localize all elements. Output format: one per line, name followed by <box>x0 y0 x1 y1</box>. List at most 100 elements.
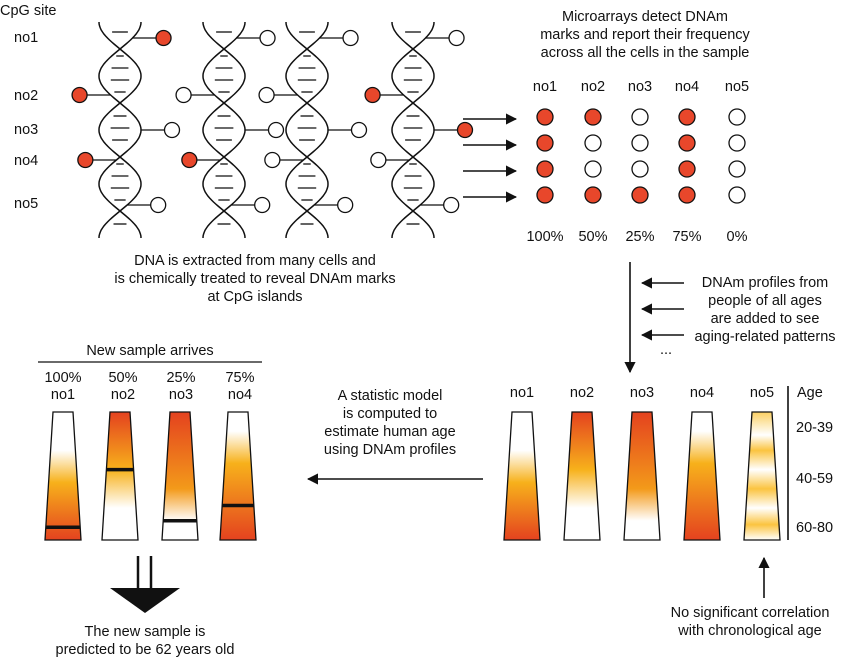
unmethylated-mark <box>342 29 359 47</box>
array-header-no1: no1 <box>532 79 558 95</box>
reference-profile-bar <box>623 411 661 541</box>
methylated-mark <box>678 160 696 178</box>
methylated-mark <box>536 160 554 178</box>
dna-strand <box>391 21 435 239</box>
prediction-caption-line: predicted to be 62 years old <box>55 642 235 658</box>
unmethylated-mark <box>350 121 368 139</box>
methylated-mark <box>584 186 602 204</box>
unmethylated-mark <box>728 134 746 152</box>
new-pct-no2: 50% <box>108 370 138 386</box>
site-label-no5: no5 <box>14 196 39 212</box>
array-pct-no4: 75% <box>672 229 702 245</box>
methylated-mark <box>536 134 554 152</box>
microarray-caption-line: across all the cells in the sample <box>540 45 750 61</box>
no-correlation-caption-line: No significant correlation <box>670 605 830 621</box>
array-header-no5: no5 <box>724 79 750 95</box>
dna-to-array-arrows <box>463 113 518 203</box>
site-label-no2: no2 <box>14 88 39 104</box>
dna-caption-line: at CpG islands <box>207 289 303 305</box>
model-caption-line: estimate human age <box>324 424 456 440</box>
dna-helix <box>71 21 181 239</box>
unmethylated-mark <box>150 196 167 214</box>
microarray-caption-line: marks and report their frequency <box>540 27 750 43</box>
profiles-caption-line: people of all ages <box>708 293 822 309</box>
dna-helix <box>258 21 368 239</box>
unmethylated-mark <box>631 134 649 152</box>
methylated-mark <box>364 86 381 104</box>
new-sample-profile-bar <box>44 411 82 541</box>
new-pct-no1: 100% <box>44 370 82 386</box>
methylated-mark <box>631 186 649 204</box>
methylated-mark <box>71 86 88 104</box>
new-sample-profiles <box>44 411 257 541</box>
new-site-no4: no4 <box>227 387 253 403</box>
site-label-no4: no4 <box>14 153 39 169</box>
reference-profile-bar <box>683 411 721 541</box>
methylated-mark <box>678 186 696 204</box>
dna-strand <box>202 21 246 239</box>
methylated-mark <box>77 151 94 169</box>
unmethylated-mark <box>443 196 460 214</box>
site-label-no3: no3 <box>14 122 39 138</box>
unmethylated-mark <box>175 86 192 104</box>
reference-profile-bar <box>503 411 541 541</box>
new-site-no3: no3 <box>168 387 194 403</box>
prediction-arrow <box>110 556 180 613</box>
site-label-no1: no1 <box>14 30 39 46</box>
new-pct-no3: 25% <box>166 370 196 386</box>
dna-caption-line: is chemically treated to reveal DNAm mar… <box>114 271 396 287</box>
model-caption-line: using DNAm profiles <box>323 442 457 458</box>
array-header-no2: no2 <box>580 79 606 95</box>
ref-header-no2: no2 <box>569 385 595 401</box>
profiles-caption-line: DNAm profiles from <box>701 275 829 291</box>
new-sample-profile-bar <box>219 411 257 541</box>
unmethylated-mark <box>370 151 387 169</box>
methylated-mark <box>678 108 696 126</box>
unmethylated-mark <box>584 160 602 178</box>
age-range-40-59: 40-59 <box>796 471 834 487</box>
profiles-caption-line: aging-related patterns <box>694 329 836 345</box>
cpg-site-label: CpG site <box>0 3 57 19</box>
unmethylated-mark <box>728 186 746 204</box>
unmethylated-mark <box>163 121 181 139</box>
methylated-mark <box>678 134 696 152</box>
prediction-caption-line: The new sample is <box>84 624 206 640</box>
unmethylated-mark <box>631 160 649 178</box>
no-correlation-caption-line: with chronological age <box>678 623 822 639</box>
ref-header-no1: no1 <box>509 385 535 401</box>
methylated-mark <box>181 151 198 169</box>
array-pct-no5: 0% <box>726 229 748 245</box>
unmethylated-mark <box>258 86 275 104</box>
ref-header-no5: no5 <box>749 385 775 401</box>
unmethylated-mark <box>728 108 746 126</box>
unmethylated-mark <box>264 151 281 169</box>
array-pct-no1: 100% <box>526 229 564 245</box>
methylated-mark <box>536 186 554 204</box>
dna-helices <box>71 21 474 239</box>
array-pct-no2: 50% <box>578 229 608 245</box>
new-pct-no4: 75% <box>225 370 255 386</box>
dna-caption-line: DNA is extracted from many cells and <box>134 253 376 269</box>
unmethylated-mark <box>448 29 465 47</box>
ref-header-no4: no4 <box>689 385 715 401</box>
age-range-60-80: 60-80 <box>796 520 834 536</box>
unmethylated-mark <box>584 134 602 152</box>
new-site-no1: no1 <box>50 387 76 403</box>
new-site-no2: no2 <box>110 387 136 403</box>
profiles-caption-line: are added to see <box>710 311 820 327</box>
array-header-no3: no3 <box>627 79 653 95</box>
unmethylated-mark <box>728 160 746 178</box>
profiles-arrows <box>640 277 684 341</box>
model-caption-line: A statistic model <box>337 388 443 404</box>
reference-profiles <box>503 411 781 541</box>
methylated-mark <box>456 121 474 139</box>
new-sample-profile-bar <box>101 411 139 541</box>
array-header-no4: no4 <box>674 79 700 95</box>
array-pct-no3: 25% <box>625 229 655 245</box>
unmethylated-mark <box>259 29 276 47</box>
age-header: Age <box>797 385 823 401</box>
methylated-mark <box>584 108 602 126</box>
new-sample-profile-bar <box>161 411 199 541</box>
